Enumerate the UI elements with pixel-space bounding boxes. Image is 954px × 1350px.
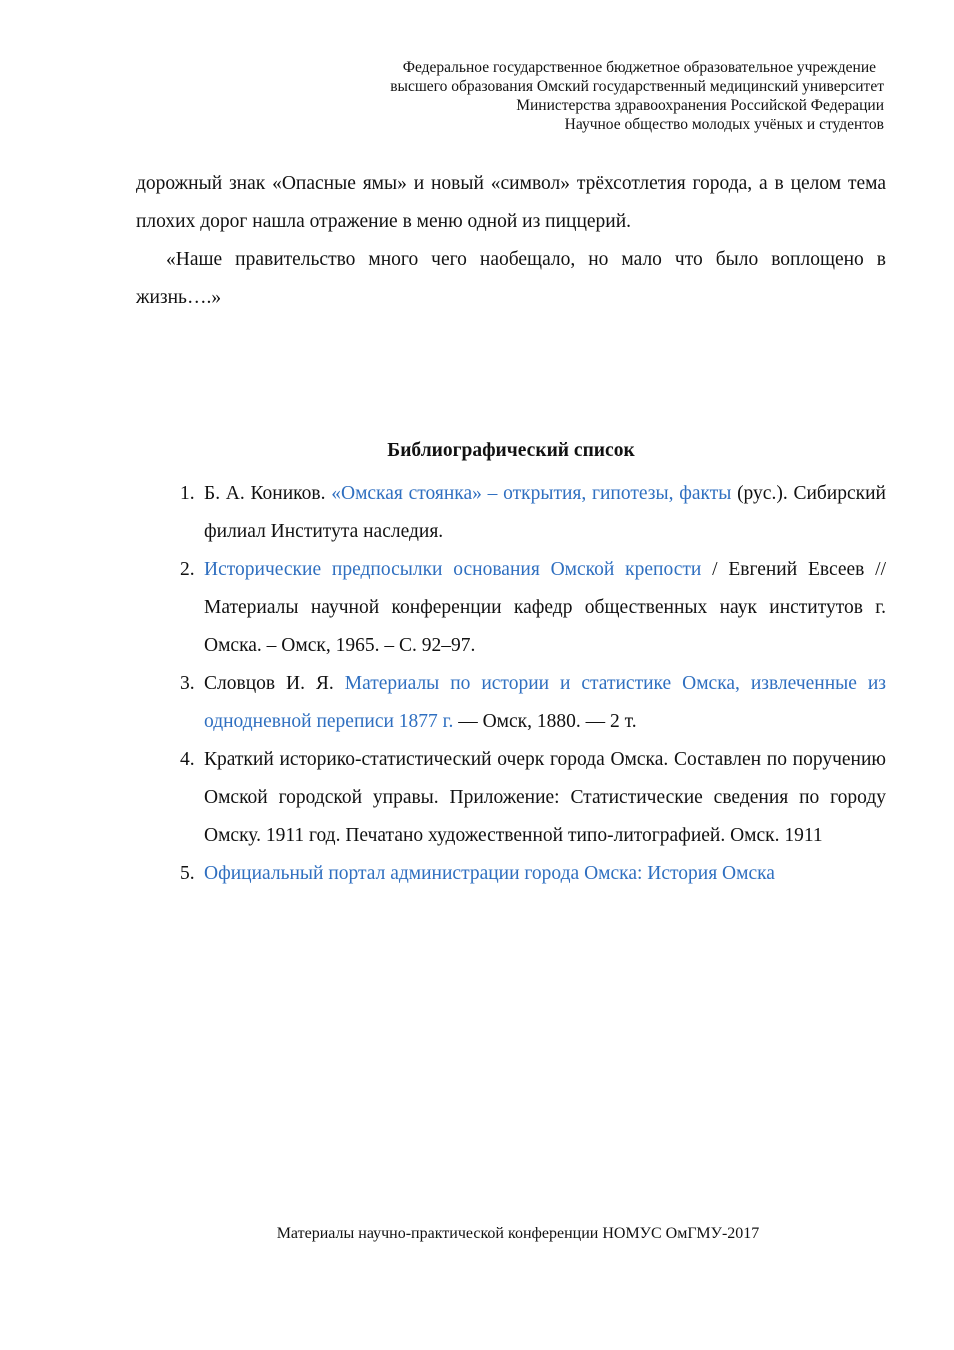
bibliography-link-fortress[interactable]: Исторические предпосылки основания Омско… [204, 559, 702, 580]
bibliography-item-details: (рус.). Сибирский филиал Института насле… [204, 483, 886, 542]
bibliography-link-city-portal[interactable]: Официальный портал администрации города … [204, 863, 775, 884]
header-line-ministry: Министерства здравоохранения Российской … [516, 97, 884, 114]
bibliography-item-5: 5. Официальный портал администрации город… [136, 855, 886, 893]
bibliography-item-number: 5. [180, 863, 195, 884]
bibliography-item-number: 4. [180, 749, 195, 770]
bibliography-item-text: Краткий историко-статистический очерк го… [204, 749, 886, 846]
document-header: Федеральное государственное бюджетное об… [184, 58, 884, 134]
bibliography-item-4: 4. Краткий историко-статистический очерк … [136, 741, 886, 855]
bibliography-item-2: 2. Исторические предпосылки основания Омс… [136, 551, 886, 665]
header-line-institution-type: Федеральное государственное бюджетное об… [402, 59, 876, 76]
body-paragraph-quote: «Наше правительство много чего наобещало… [136, 249, 886, 308]
body-paragraph-1: дорожный знак «Опасные ямы» и новый «сим… [136, 173, 886, 232]
bibliography-title: Библиографический список [387, 440, 635, 461]
bibliography-item-1: 1. Б. А. Коников. «Омская стоянка» – откр… [136, 475, 886, 551]
bibliography-link-statistics[interactable]: Материалы по истории и статистике Омска,… [204, 673, 886, 732]
bibliography-item-author: Б. А. Коников. [204, 483, 332, 504]
bibliography-item-details: — Омск, 1880. — 2 т. [453, 711, 637, 732]
bibliography-list: 1. Б. А. Коников. «Омская стоянка» – откр… [136, 475, 886, 893]
header-line-society: Научное общество молодых учёных и студен… [564, 116, 884, 133]
bibliography-item-details: / Евгений Евсеев // Материалы научной ко… [204, 559, 886, 656]
bibliography-item-number: 2. [180, 559, 195, 580]
document-footer: Материалы научно-практической конференци… [276, 1225, 760, 1242]
bibliography-item-author: Словцов И. Я. [204, 673, 345, 694]
bibliography-item-3: 3. Словцов И. Я. Материалы по истории и с… [136, 665, 886, 741]
bibliography-link-omsk-site[interactable]: «Омская стоянка» – открытия, гипотезы, ф… [331, 483, 732, 504]
header-line-university: высшего образования Омский государственн… [390, 78, 884, 95]
bibliography-item-number: 1. [180, 483, 195, 504]
bibliography-item-number: 3. [180, 673, 195, 694]
